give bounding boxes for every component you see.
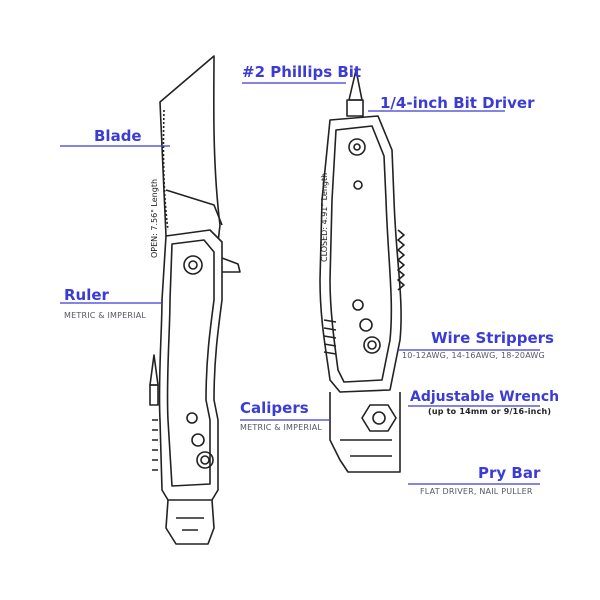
label-pry-bar: Pry Bar: [478, 464, 541, 482]
label-blade: Blade: [94, 127, 142, 145]
label-wire-strippers-sub: 10-12AWG, 14-16AWG, 18-20AWG: [402, 351, 545, 360]
label-ruler: Ruler: [64, 286, 109, 304]
label-ruler-sub: METRIC & IMPERIAL: [64, 311, 147, 320]
label-wrench: Adjustable Wrench: [410, 389, 560, 405]
label-calipers-sub: METRIC & IMPERIAL: [240, 423, 323, 432]
label-phillips-bit: #2 Phillips Bit: [242, 63, 362, 81]
open-length-text: OPEN: 7.56" Length: [150, 178, 159, 258]
label-wire-strippers: Wire Strippers: [431, 329, 554, 347]
label-wrench-sub: (up to 14mm or 9/16-inch): [428, 407, 552, 416]
open-handle: [158, 229, 223, 501]
nut-hex: [361, 404, 397, 432]
blade-shape: [159, 55, 221, 243]
label-calipers: Calipers: [240, 399, 309, 417]
label-pry-bar-sub: FLAT DRIVER, NAIL PULLER: [420, 487, 533, 496]
label-bit-driver: 1/4-inch Bit Driver: [380, 94, 535, 112]
closed-tool: [319, 69, 405, 473]
closed-length-text: CLOSED: 4.91" Length: [320, 172, 329, 262]
callout-lines: [60, 82, 540, 485]
closed-handle: [319, 115, 402, 393]
open-knife: [149, 55, 241, 545]
